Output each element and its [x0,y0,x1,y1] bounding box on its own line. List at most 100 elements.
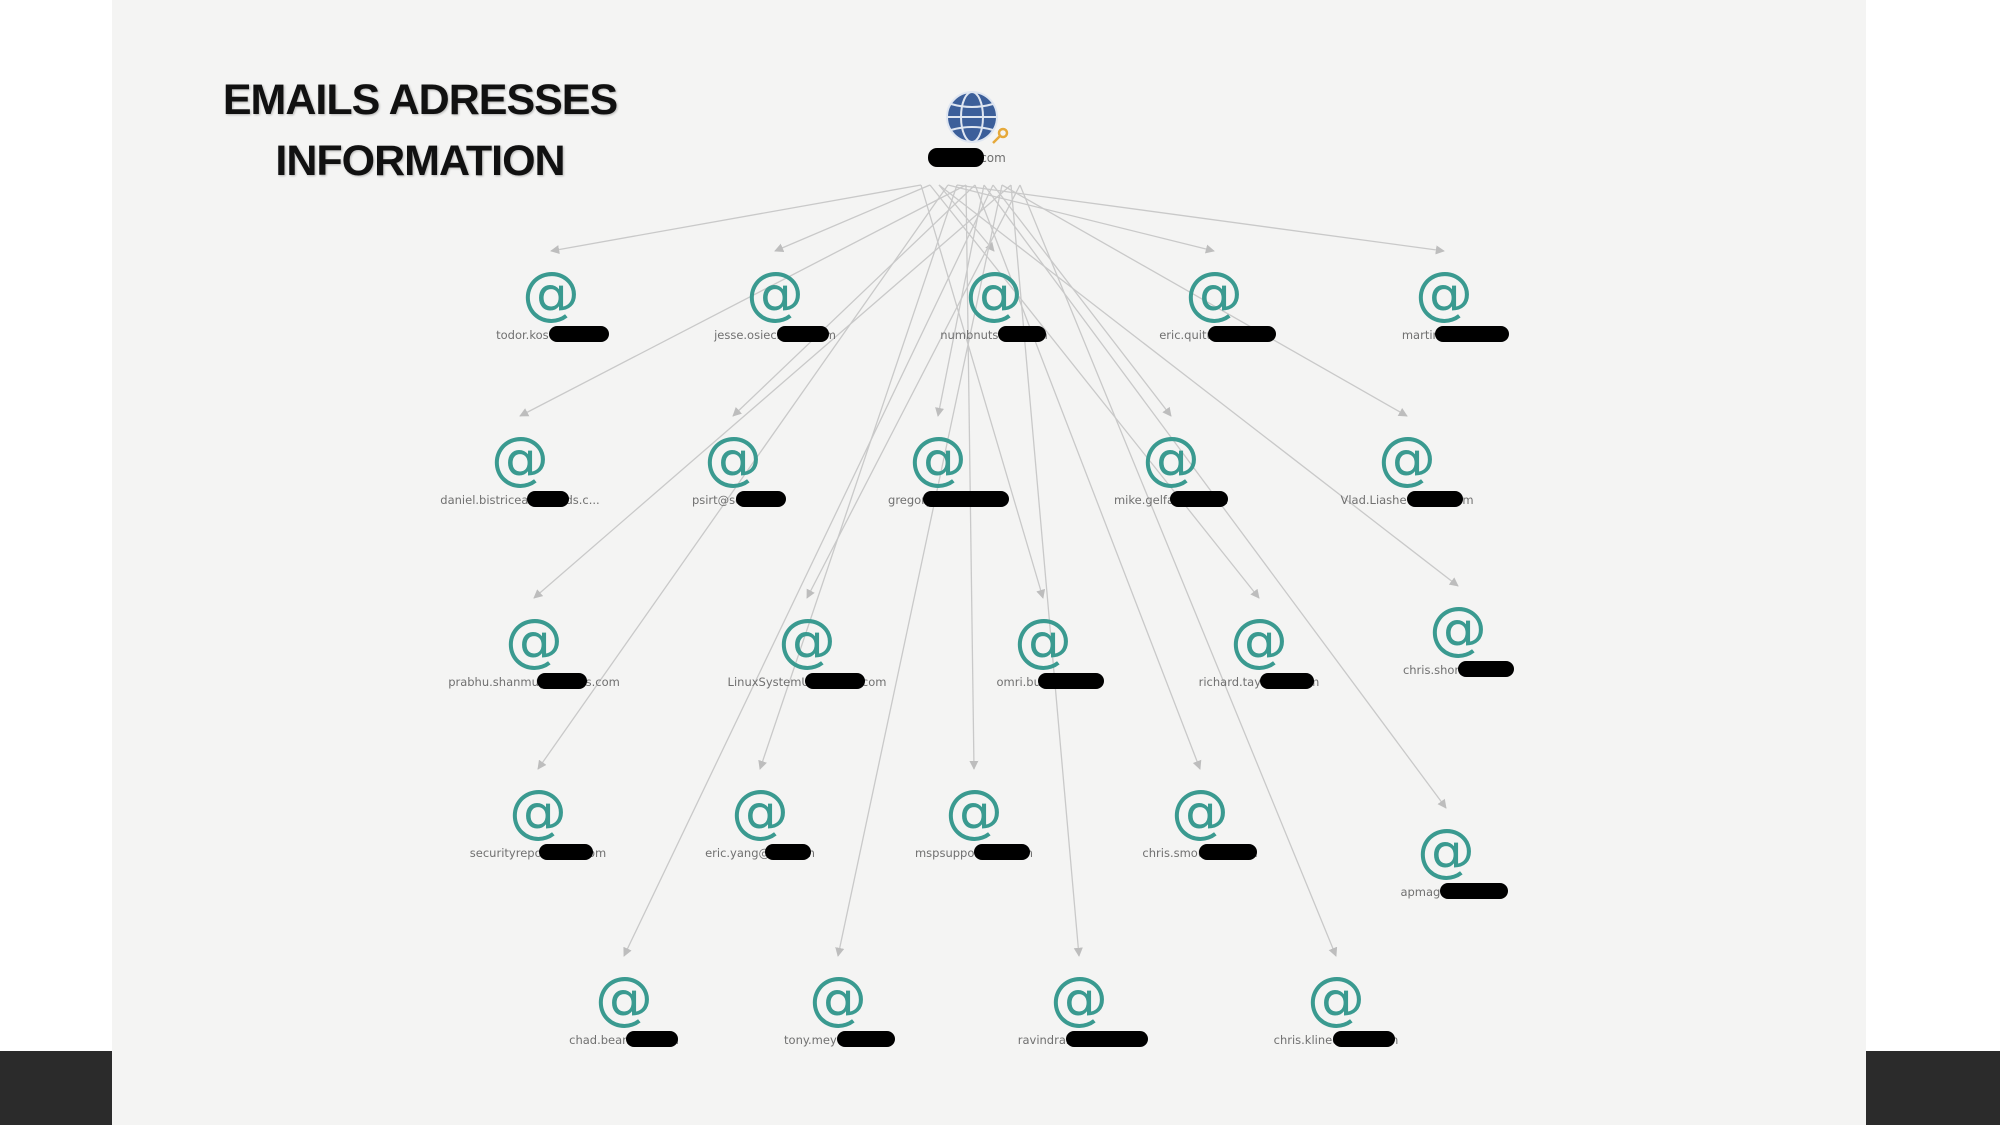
redaction-mark [974,844,1030,860]
at-sign-icon: @ [731,777,789,845]
email-node[interactable]: @chad.bean@s .com [569,964,679,1047]
edge-line [623,184,994,957]
at-sign-icon: @ [509,777,567,845]
edge-line [533,184,1012,599]
email-node[interactable]: @omri.buzi@so m [996,606,1104,689]
email-node[interactable]: @gregory.young@s [888,424,1009,507]
redaction-mark [765,844,811,860]
title-line-1: EMAILS ADRESSES [222,76,618,124]
at-sign-icon: @ [595,964,653,1032]
edge-line [758,184,958,770]
email-node[interactable]: @Vlad.Liashevich@ .com [1340,424,1474,507]
redaction-mark [626,1031,678,1047]
edge-line [956,184,1445,255]
email-node[interactable]: @tony.meyer@ .com [784,964,895,1047]
redaction-mark [1435,326,1509,342]
email-node[interactable]: @psirt@so .com [692,424,786,507]
redaction-mark [1440,883,1508,899]
email-node[interactable]: @chris.short@ s.com [1403,594,1514,677]
at-sign-icon: @ [1307,964,1365,1032]
email-node[interactable]: @chris.klinedinst s.com [1274,964,1399,1047]
edge-line [992,184,1172,417]
at-sign-icon: @ [746,259,804,327]
email-node[interactable]: @securityreports@ s.com [470,777,606,860]
at-sign-icon: @ [1185,259,1243,327]
redaction-mark [1333,1031,1395,1047]
edge-line [550,184,922,255]
at-sign-icon: @ [909,424,967,492]
edge-line [965,184,979,770]
at-sign-icon: @ [965,259,1023,327]
redaction-mark [1458,661,1514,677]
redaction-mark [736,491,786,507]
email-node[interactable]: @prabhu.shanmugam@s s.com [448,606,620,689]
edge-line [1010,184,1083,957]
email-node[interactable]: @ravindrakumar. nds... [1018,964,1148,1047]
email-node[interactable]: @chris.smouse@s om [1142,777,1258,860]
redaction-mark [1066,1031,1148,1047]
edge-line [929,184,1260,599]
redaction-mark [923,491,1009,507]
redaction-mark [1038,673,1104,689]
edge-line [1019,184,1338,957]
redaction-mark [1208,326,1276,342]
edge-line [920,184,1046,599]
edge-line [774,184,931,252]
root-node[interactable]: s.com [928,91,1009,167]
at-sign-icon: @ [491,424,549,492]
email-node[interactable]: @todor.kosev@ .com [496,259,609,342]
redaction-mark [527,491,569,507]
email-node[interactable]: @mike.gelfand@s om [1114,424,1228,507]
at-sign-icon: @ [1230,606,1288,674]
redaction-mark [1170,491,1228,507]
at-sign-icon: @ [1415,259,1473,327]
at-sign-icon: @ [1429,594,1487,662]
email-node[interactable]: @numbnuts@ s.com [940,259,1048,342]
redaction-mark [1407,491,1463,507]
nodes-layer: @todor.kosev@ .com@jesse.osiecki@s .com@… [440,259,1514,1047]
edge-line [835,184,1003,957]
email-node[interactable]: @apmagent@s m [1400,816,1508,899]
at-sign-icon: @ [1171,777,1229,845]
email-label: daniel.bistriceanu@ nds.c... [440,493,599,507]
globe-icon [946,91,998,143]
edge-line [1001,184,1408,417]
at-sign-icon: @ [704,424,762,492]
dark-corner-left [0,1051,112,1125]
redaction-mark [805,673,865,689]
edges-layer [519,184,1459,957]
slide [112,0,1866,1125]
at-sign-icon: @ [778,606,836,674]
at-sign-icon: @ [505,606,563,674]
email-node[interactable]: @daniel.bistriceanu@ nds.c... [440,424,600,507]
email-label: prabhu.shanmugam@s s.com [448,675,620,689]
at-sign-icon: @ [1142,424,1200,492]
email-node[interactable]: @eric.yang@so .com [705,777,815,860]
slide-title: EMAILS ADRESSES INFORMATION [150,70,690,192]
redaction-mark [537,673,587,689]
redaction-mark [1260,673,1314,689]
email-node[interactable]: @eric.quitugua@ om [1159,259,1276,342]
at-sign-icon: @ [1417,816,1475,884]
redaction-mark [837,1031,895,1047]
redaction-mark [549,326,609,342]
edge-line [938,184,1459,587]
at-sign-icon: @ [809,964,867,1032]
key-icon [992,127,1009,144]
edge-line [519,184,967,417]
edge-line [537,184,949,770]
title-line-2: INFORMATION [275,137,565,185]
at-sign-icon: @ [945,777,1003,845]
email-node[interactable]: @mspsupport@s .com [915,777,1033,860]
edge-line [732,184,976,417]
email-node[interactable]: @richard.taylor@ .com [1199,606,1320,689]
at-sign-icon: @ [1014,606,1072,674]
redaction-mark [928,148,984,167]
redaction-mark [539,844,593,860]
edge-line [974,184,1202,770]
email-node[interactable]: @jesse.osiecki@s .com [713,259,836,342]
dark-corner-right [1866,1051,2000,1125]
email-node[interactable]: @LinuxSystemUpdate@ .com [728,606,887,689]
email-node[interactable]: @martin.lucan@ [1402,259,1509,342]
